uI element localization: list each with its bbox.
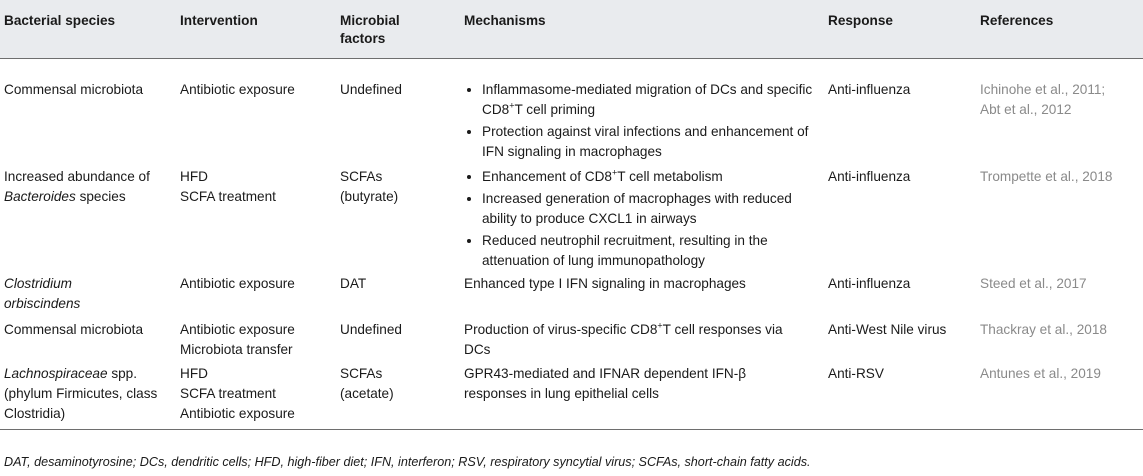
header-microbial-factors: Microbial factors — [336, 0, 460, 59]
mechanism-sup: + — [611, 166, 618, 177]
cell-intervention: HFD SCFA treatment Antibiotic exposure — [176, 359, 336, 430]
table-row: Commensal microbiota Antibiotic exposure… — [0, 318, 1143, 360]
header-mechanisms: Mechanisms — [460, 0, 824, 59]
intervention-item: Antibiotic exposure — [180, 405, 295, 421]
cell-factors: SCFAs (acetate) — [336, 359, 460, 430]
mechanism-list: Enhancement of CD8+T cell metabolism Inc… — [464, 167, 824, 271]
header-row: Bacterial species Intervention Microbial… — [0, 0, 1143, 59]
mechanism-item: Increased generation of macrophages with… — [482, 189, 824, 229]
intervention-item: Antibiotic exposure — [180, 321, 295, 337]
species-text-post: spp. (phylum Firmicutes, class Clostridi… — [4, 365, 158, 421]
reference-link: Ichinohe et al., 2011; — [980, 81, 1106, 97]
mechanism-text-post: T cell responses via DCs — [464, 321, 783, 357]
table-footnote: DAT, desaminotyrosine; DCs, dendritic ce… — [4, 455, 811, 469]
mechanism-text: Inflammasome-mediated migration of DCs a… — [482, 81, 813, 117]
species-italic: Lachnospiraceae — [4, 365, 108, 381]
cell-species: Commensal microbiota — [4, 81, 144, 97]
cell-mechanisms: Production of virus-specific CD8+T cell … — [460, 318, 824, 360]
cell-response: Anti-West Nile virus — [828, 321, 947, 337]
cell-intervention: Antibiotic exposure Microbiota transfer — [176, 318, 336, 360]
cell-intervention: Antibiotic exposure — [176, 274, 336, 318]
mechanism-sup: + — [509, 99, 515, 110]
intervention-item: HFD — [180, 168, 208, 184]
header-intervention: Intervention — [176, 0, 336, 59]
mechanism-item: Enhancement of CD8+T cell metabolism — [482, 167, 824, 187]
reference-link: Thackray et al., 2018 — [980, 321, 1107, 337]
data-table: Bacterial species Intervention Microbial… — [0, 0, 1143, 430]
cell-factors: SCFAs (butyrate) — [336, 164, 460, 274]
cell-factors: DAT — [340, 275, 367, 291]
cell-factors: Undefined — [340, 81, 402, 97]
factors-text: SCFAs (butyrate) — [340, 168, 399, 204]
cell-intervention: Antibiotic exposure — [176, 58, 336, 164]
reference-link: Trompette et al., 2018 — [980, 168, 1113, 184]
cell-response: Anti-influenza — [828, 275, 911, 291]
table-row: Clostridium orbiscindens Antibiotic expo… — [0, 274, 1143, 318]
table-row: Commensal microbiota Antibiotic exposure… — [0, 58, 1143, 164]
mechanism-text: GPR43-mediated and IFNAR dependent IFN-β… — [464, 365, 747, 401]
species-italic: Bacteroides — [4, 188, 76, 204]
intervention-item: SCFA treatment — [180, 188, 276, 204]
cell-species: Increased abundance of Bacteroides speci… — [0, 164, 176, 274]
species-text: Increased abundance of — [4, 168, 150, 184]
cell-species: Lachnospiraceae spp. (phylum Firmicutes,… — [0, 359, 176, 430]
cell-mechanisms: Enhancement of CD8+T cell metabolism Inc… — [460, 164, 824, 274]
cell-species: Clostridium orbiscindens — [0, 274, 176, 318]
intervention-item: HFD — [180, 365, 208, 381]
cell-mechanisms: Enhanced type I IFN signaling in macroph… — [464, 275, 746, 291]
mechanism-text-post: T cell metabolism — [617, 168, 723, 184]
cell-references: Antunes et al., 2019 — [976, 359, 1143, 430]
mechanism-item: Inflammasome-mediated migration of DCs a… — [482, 80, 824, 120]
intervention-item: SCFA treatment — [180, 385, 276, 401]
reference-link: Antunes et al., 2019 — [980, 365, 1101, 381]
intervention-item: Antibiotic exposure — [180, 275, 295, 291]
table-row: Lachnospiraceae spp. (phylum Firmicutes,… — [0, 359, 1143, 430]
factors-text: SCFAs (acetate) — [340, 365, 394, 401]
cell-references: Trompette et al., 2018 — [976, 164, 1143, 274]
mechanism-sup: + — [657, 319, 663, 330]
intervention-item: Microbiota transfer — [180, 341, 293, 357]
intervention-item: Antibiotic exposure — [180, 81, 295, 97]
reference-link: Abt et al., 2012 — [980, 101, 1072, 117]
mechanism-text: Protection against viral infections and … — [482, 123, 809, 159]
cell-intervention: HFD SCFA treatment — [176, 164, 336, 274]
header-microbial-factors-text: Microbial factors — [340, 13, 400, 46]
mechanism-text-post: T cell priming — [514, 101, 596, 117]
cell-mechanisms: GPR43-mediated and IFNAR dependent IFN-β… — [460, 359, 824, 430]
cell-response: Anti-influenza — [828, 168, 911, 184]
header-response: Response — [824, 0, 976, 59]
cell-response: Anti-RSV — [824, 359, 976, 430]
header-bacterial-species: Bacterial species — [0, 0, 176, 59]
species-text-post: species — [75, 188, 126, 204]
mechanism-item: Protection against viral infections and … — [482, 122, 824, 162]
species-italic: Clostridium orbiscindens — [4, 275, 81, 311]
reference-link: Steed et al., 2017 — [980, 275, 1087, 291]
table-row: Increased abundance of Bacteroides speci… — [0, 164, 1143, 274]
cell-references: Thackray et al., 2018 — [976, 318, 1143, 360]
mechanism-list: Inflammasome-mediated migration of DCs a… — [464, 80, 824, 162]
mechanism-text: Reduced neutrophil recruitment, resultin… — [482, 232, 768, 268]
cell-factors: Undefined — [340, 321, 402, 337]
cell-response: Anti-influenza — [828, 81, 911, 97]
mechanism-item: Reduced neutrophil recruitment, resultin… — [482, 231, 824, 271]
cell-species: Commensal microbiota — [4, 321, 144, 337]
mechanism-text: Increased generation of macrophages with… — [482, 190, 792, 226]
cell-references: Steed et al., 2017 — [976, 274, 1143, 318]
cell-mechanisms: Inflammasome-mediated migration of DCs a… — [460, 58, 824, 164]
cell-references: Ichinohe et al., 2011; Abt et al., 2012 — [976, 58, 1143, 164]
mechanism-text: Production of virus-specific CD8 — [464, 321, 658, 337]
header-references: References — [976, 0, 1143, 59]
mechanism-text: Enhancement of CD8 — [482, 168, 612, 184]
